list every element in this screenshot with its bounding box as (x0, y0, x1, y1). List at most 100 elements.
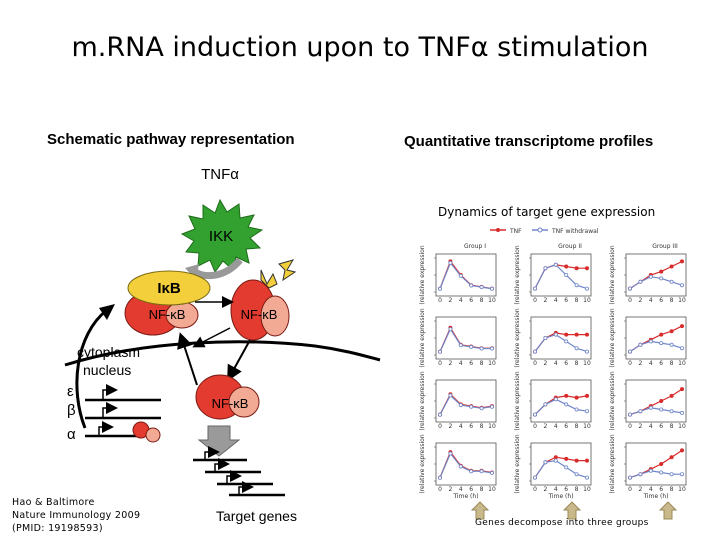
withdrawal-series-point (659, 470, 664, 475)
ubiquitin-mark-1 (260, 269, 278, 289)
tnf-series-point (659, 332, 664, 337)
profiles-heading: Dynamics of target gene expression (438, 205, 656, 219)
tnf-series-point (564, 264, 569, 269)
tnf-series-line (439, 260, 493, 290)
feedback-arrow (75, 308, 108, 429)
withdrawal-series-point (669, 409, 674, 414)
withdrawal-series-point (490, 346, 495, 351)
legend-tnf: TNF (509, 228, 522, 235)
withdrawal-series-point (648, 468, 653, 473)
x-tick-label: 2 (543, 297, 547, 304)
y-axis-label: (relative expression (514, 245, 521, 304)
x-tick-label: 0 (533, 486, 537, 493)
nfkb-nuclear-label: NF-κB (212, 396, 249, 411)
tnf-series-point (584, 332, 589, 337)
x-tick-label: 0 (628, 486, 632, 493)
group-arrow-2 (562, 501, 582, 520)
withdrawal-series-point (574, 407, 579, 412)
withdrawal-series-point (469, 344, 474, 349)
withdrawal-series-point (648, 405, 653, 410)
y-axis-label: (relative expression (419, 434, 426, 493)
tnf-series-point (669, 393, 674, 398)
withdrawal-series-point (532, 412, 537, 417)
x-tick-label: 2 (638, 297, 642, 304)
transcription-arrow (197, 425, 241, 457)
ikb-nfkb-complex: IκB NF-κB (124, 270, 211, 336)
x-axis-label: Time (h) (547, 493, 573, 500)
slide-title: m.RNA induction upon to TNFα stimulation (71, 32, 649, 63)
x-tick-label: 6 (659, 423, 663, 430)
x-tick-label: 8 (670, 360, 674, 367)
group-label-2: Group II (558, 243, 582, 250)
x-tick-label: 10 (488, 360, 496, 367)
x-tick-label: 0 (438, 360, 442, 367)
x-tick-label: 6 (469, 486, 473, 493)
withdrawal-series-line (534, 333, 588, 353)
withdrawal-series-line (629, 276, 683, 290)
withdrawal-series-point (438, 349, 443, 354)
x-tick-label: 8 (480, 423, 484, 430)
withdrawal-series-point (479, 406, 484, 411)
tnf-series-point (679, 324, 684, 329)
panel-frame (625, 316, 687, 360)
panel-frame (530, 253, 592, 297)
withdrawal-series-point (574, 346, 579, 351)
tnf-series-point (574, 458, 579, 463)
withdrawal-series-point (669, 472, 674, 477)
withdrawal-series-point (564, 465, 569, 470)
nfkb-free: NF-κB (230, 279, 290, 341)
expression-figure: TNF TNF withdrawal Group I Group II Grou… (400, 222, 710, 504)
withdrawal-series-point (638, 409, 643, 414)
panel-frame (435, 316, 497, 360)
tnf-series-point (564, 393, 569, 398)
group-label-3: Group III (652, 243, 678, 250)
tnf-series-line (534, 264, 587, 289)
tnf-series-point (679, 259, 684, 264)
tnf-series-point (669, 329, 674, 334)
tnf-series-point (669, 264, 674, 269)
withdrawal-series-point (438, 475, 443, 480)
target-gene-stack (193, 446, 285, 497)
withdrawal-series-point (553, 458, 558, 463)
withdrawal-series-point (448, 260, 453, 265)
right-heading: Quantitative transcriptome profiles (404, 133, 654, 150)
x-tick-label: 10 (678, 360, 686, 367)
x-tick-label: 4 (459, 486, 463, 493)
x-tick-label: 8 (670, 297, 674, 304)
isoform-epsilon: ε (67, 383, 74, 400)
nfkb-left-label: NF-κB (149, 307, 186, 322)
profiles-legend: TNF TNF withdrawal (490, 227, 599, 235)
withdrawal-series-point (564, 339, 569, 344)
x-tick-label: 0 (533, 297, 537, 304)
citation-pmid: (PMID: 19198593) (12, 523, 103, 534)
withdrawal-series-point (574, 283, 579, 288)
withdrawal-series-point (490, 404, 495, 409)
tnf-series-point (659, 269, 664, 274)
withdrawal-series-point (532, 349, 537, 354)
withdrawal-series-point (543, 266, 548, 271)
ikb-genes: ε β α (67, 383, 161, 443)
x-tick-label: 2 (543, 423, 547, 430)
x-tick-label: 10 (583, 486, 591, 493)
x-tick-label: 6 (469, 297, 473, 304)
x-tick-label: 2 (448, 486, 452, 493)
withdrawal-series-point (543, 460, 548, 465)
x-tick-label: 6 (659, 486, 663, 493)
nfkb-right-label: NF-κB (241, 307, 278, 322)
cytoplasm-label: cytoplasm (77, 344, 140, 360)
x-tick-label: 6 (659, 297, 663, 304)
tnf-series-line (439, 450, 493, 478)
withdrawal-series-point (584, 349, 589, 354)
x-tick-label: 2 (448, 297, 452, 304)
x-tick-label: 8 (670, 423, 674, 430)
withdrawal-series-point (638, 279, 643, 284)
x-tick-label: 0 (438, 423, 442, 430)
withdrawal-series-point (438, 412, 443, 417)
x-tick-label: 6 (659, 360, 663, 367)
x-tick-label: 4 (649, 423, 653, 430)
x-tick-label: 0 (628, 360, 632, 367)
withdrawal-series-point (469, 469, 474, 474)
withdrawal-series-point (659, 407, 664, 412)
x-tick-label: 8 (480, 360, 484, 367)
ikk-complex: IKK (180, 198, 264, 274)
